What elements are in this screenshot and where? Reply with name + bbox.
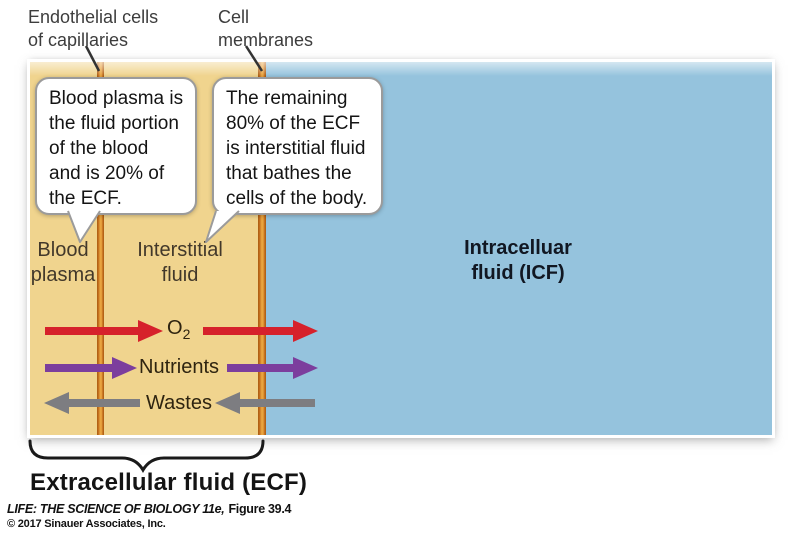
credit-book-title: LIFE: THE SCIENCE OF BIOLOGY 11e,	[7, 502, 225, 516]
wastes-label: Wastes	[146, 392, 212, 414]
oxygen-label: O2	[167, 317, 190, 342]
cell-membranes-label: Cell membranes	[218, 7, 314, 50]
endothelial-cells-label: Endothelial cells of capillaries	[28, 7, 159, 50]
intracellular-fluid-label: Intracelluar fluid (ICF)	[464, 237, 572, 284]
credit-figure-number: Figure 39.4	[228, 502, 292, 516]
cell-membrane-line	[258, 62, 266, 435]
ecf-brace	[28, 439, 265, 473]
credit-copyright: © 2017 Sinauer Associates, Inc.	[7, 518, 166, 530]
ecf-title: Extracellular fluid (ECF)	[30, 469, 308, 496]
interstitial-fluid-callout: The remaining 80% of the ECF is intersti…	[212, 77, 383, 215]
interstitial-fluid-label: Interstitial fluid	[137, 239, 223, 286]
oxygen-symbol: O	[167, 317, 183, 339]
blood-plasma-label: Blood plasma	[30, 239, 96, 286]
blood-plasma-callout: Blood plasma is the fluid portion of the…	[35, 77, 197, 215]
oxygen-subscript: 2	[182, 326, 191, 342]
credit-source-line: LIFE: THE SCIENCE OF BIOLOGY 11e,Figure …	[7, 502, 291, 516]
capillary-endothelium-line	[97, 62, 104, 435]
credits: LIFE: THE SCIENCE OF BIOLOGY 11e,Figure …	[7, 502, 291, 530]
nutrients-label: Nutrients	[139, 356, 220, 378]
box-top-highlight	[30, 62, 772, 76]
